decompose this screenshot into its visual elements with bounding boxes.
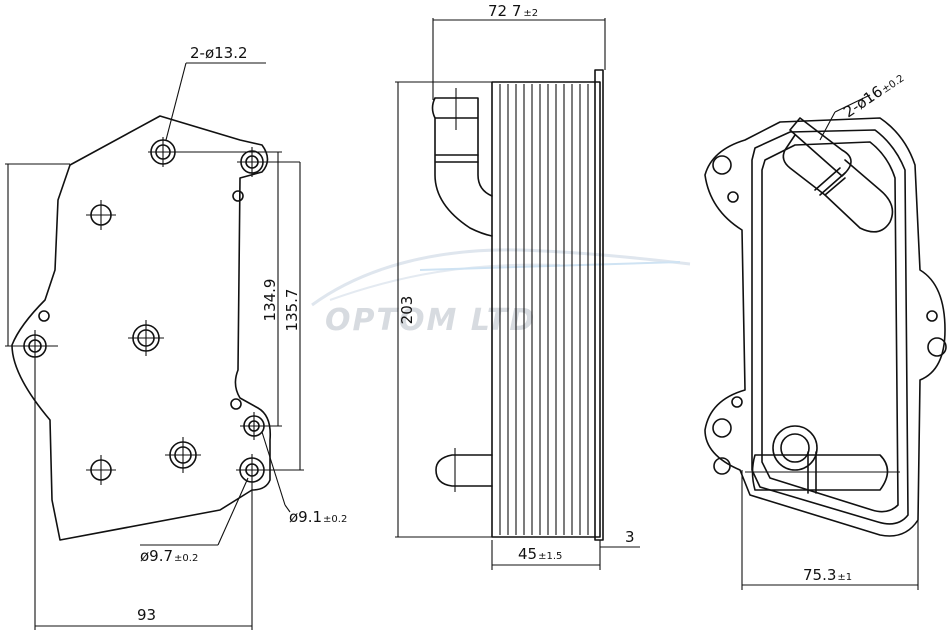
watermark: OPTOM LTD: [311, 248, 691, 338]
hole-b-label: ø9.7±0.2: [140, 547, 198, 565]
inlet-pipe: [431, 97, 493, 237]
pipe-label: 2-ø16±0.2: [840, 68, 907, 121]
width-label: 93: [137, 606, 156, 624]
holes-label: 2-ø13.2: [190, 44, 248, 62]
rear-view-outline: [704, 117, 946, 537]
front-view-outline: [11, 115, 272, 541]
side-view: 72 7±2 203: [395, 2, 640, 570]
outlet-pipe: [435, 454, 493, 487]
horizontal-pipe: [745, 425, 900, 494]
height-label: 203: [398, 296, 416, 325]
front-view: 2-ø13.2 134.9 135.7 ø9.1±0.2 ø9.7±0.2 93: [5, 44, 347, 630]
plate-label: 3: [625, 528, 635, 546]
dim-134-9: 134.9: [261, 279, 279, 322]
rear-view: 2-ø16±0.2 75.3±1: [704, 68, 947, 590]
angled-pipe: [782, 117, 894, 233]
bolt-marks: [86, 200, 201, 485]
top-width-label: 72 7±2: [488, 2, 538, 20]
dim-135-7: 135.7: [283, 289, 301, 332]
rear-width-label: 75.3±1: [803, 566, 852, 584]
cooler-body: [491, 81, 601, 538]
hole-a-label: ø9.1±0.2: [289, 508, 347, 526]
watermark-text: OPTOM LTD: [325, 303, 536, 338]
stack-label: 45±1.5: [518, 545, 562, 563]
cooler-fins: [499, 84, 589, 535]
